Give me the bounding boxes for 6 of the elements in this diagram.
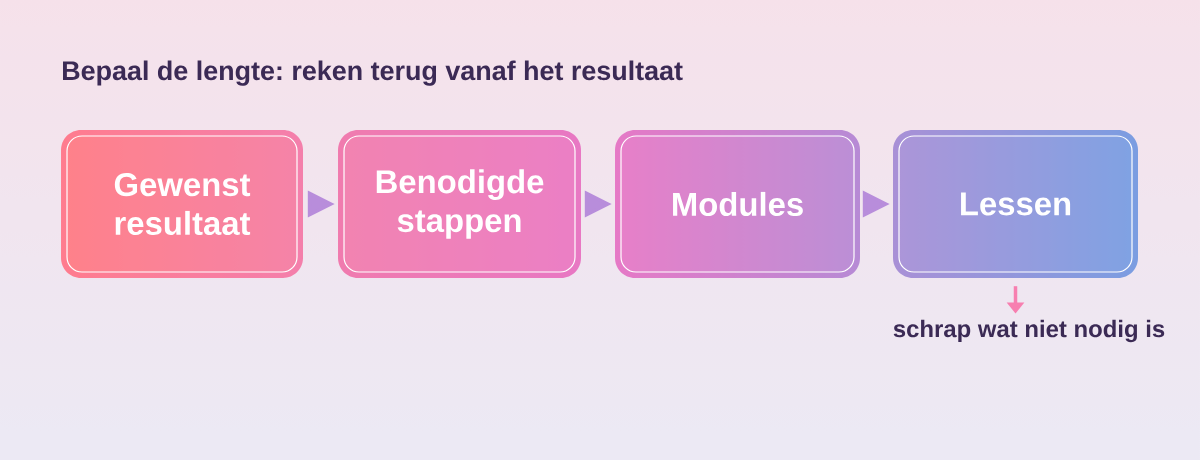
process-box: Lessen bbox=[898, 135, 1133, 273]
process-box: Modules bbox=[620, 135, 855, 273]
note-text: schrap wat niet nodig is bbox=[893, 319, 1165, 343]
process-box: Benodigde stappen bbox=[343, 135, 576, 273]
process-box: Gewenst resultaat bbox=[66, 135, 298, 273]
title: Bepaal de lengte: reken terug vanaf het resultaat bbox=[63, 60, 683, 86]
